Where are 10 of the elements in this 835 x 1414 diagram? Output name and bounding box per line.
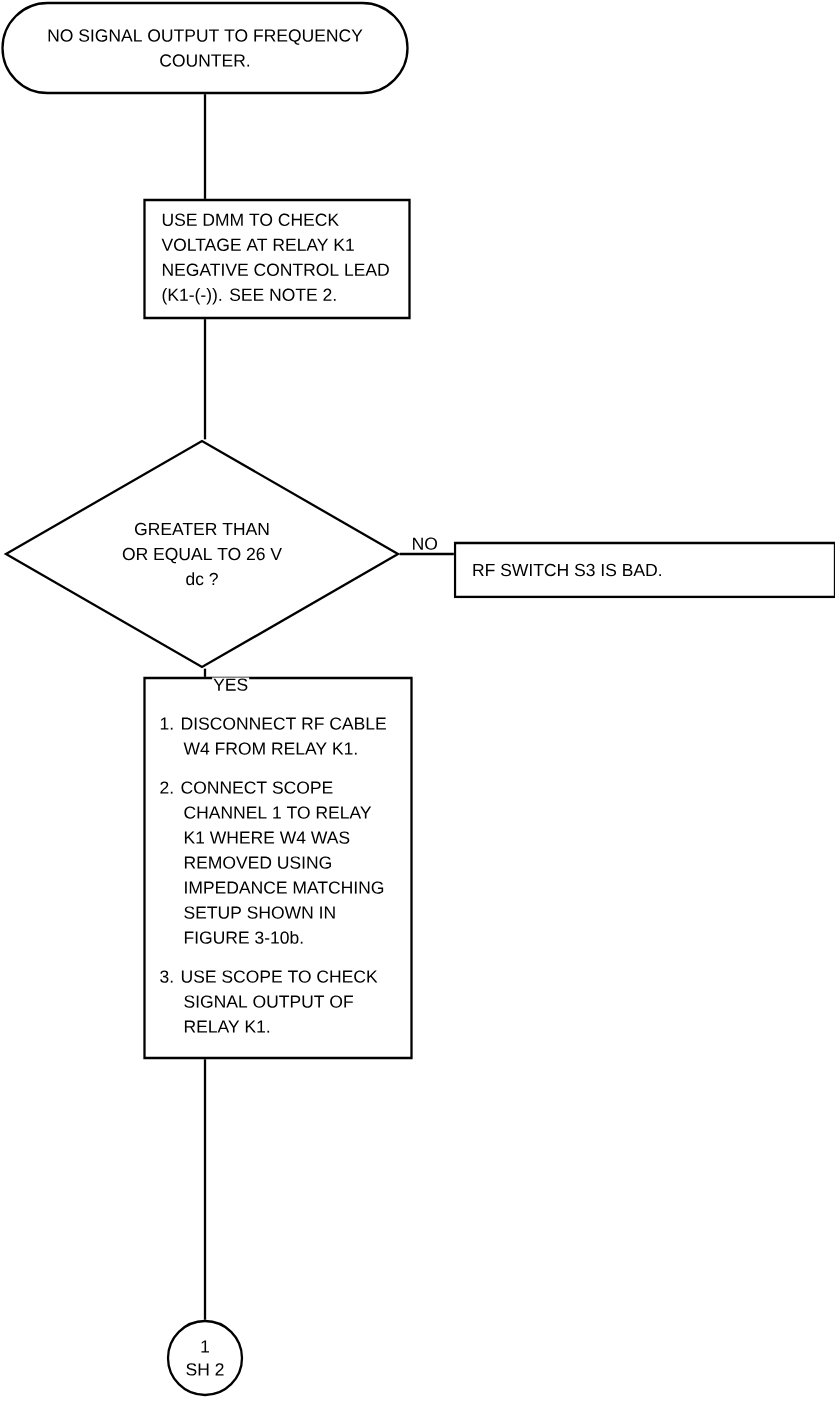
edge-label: YES [212,677,250,692]
edge-label: NO [410,536,439,551]
connector-line [399,552,454,556]
connector-line [203,94,207,199]
terminal-box: NO SIGNAL OUTPUT TO FREQUENCY COUNTER. [1,1,409,95]
connector-line [203,319,207,440]
process-box: USE DMM TO CHECK VOLTAGE AT RELAY K1 NEGATIVE CONTROL LEAD (K1-(-)). SEE NOTE 2. [143,198,411,320]
connector-line [203,668,207,677]
connector-line [203,1059,207,1320]
result-box: RF SWITCH S3 IS BAD. [453,541,835,599]
